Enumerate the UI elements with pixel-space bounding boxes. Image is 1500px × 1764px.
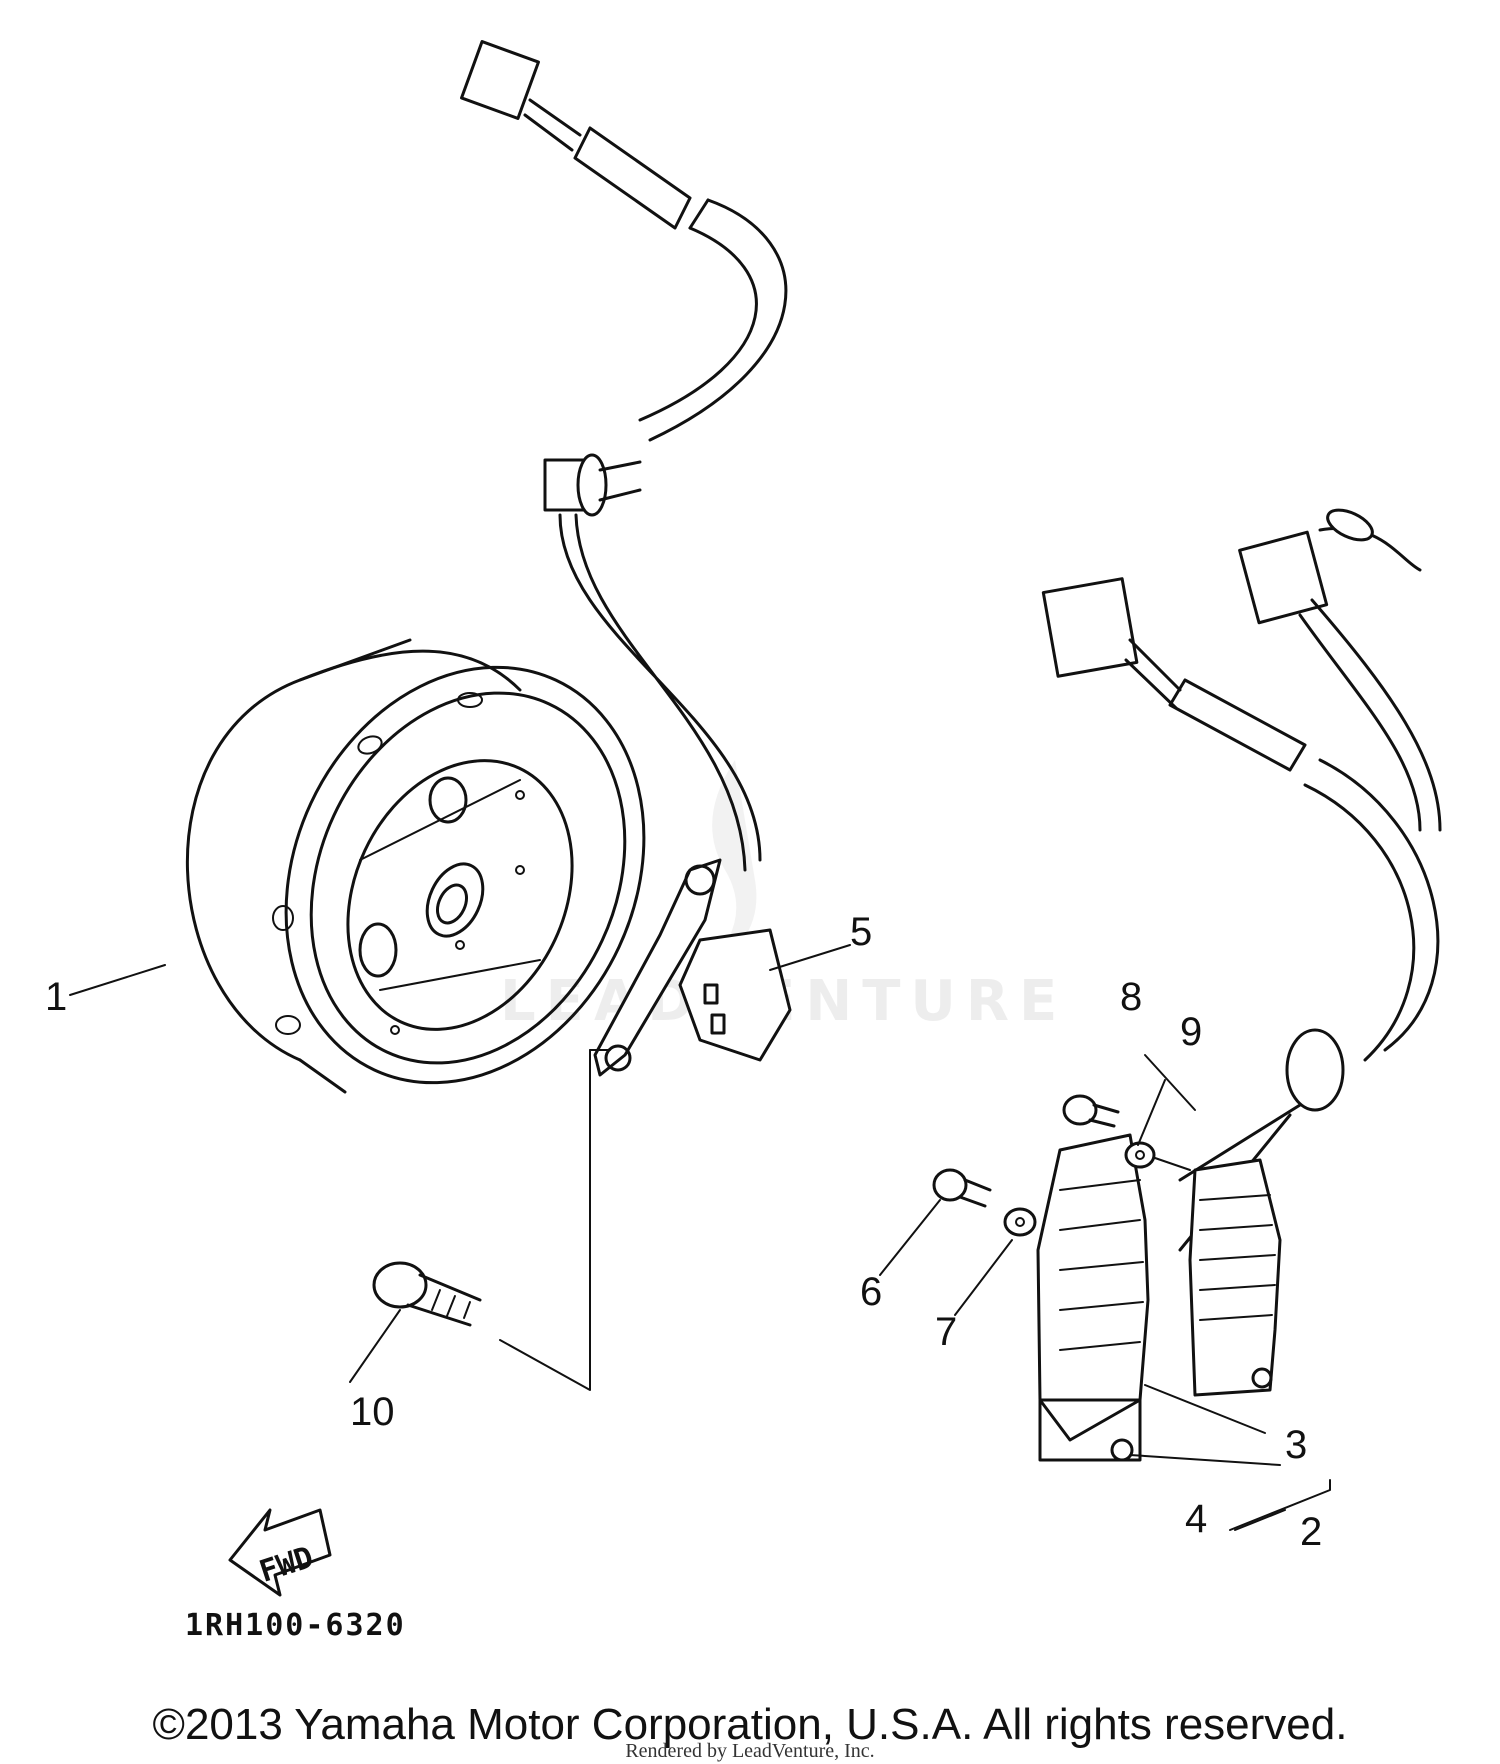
callout-10: 10 xyxy=(350,1390,395,1434)
washer-9 xyxy=(1124,1141,1191,1171)
fwd-arrow-icon: FWD xyxy=(228,1508,332,1597)
callout-1: 1 xyxy=(45,975,67,1019)
diagram-code: 1RH100-6320 xyxy=(185,1608,406,1643)
rendered-by-credit: Rendered by LeadVenture, Inc. xyxy=(625,1740,875,1762)
callout-4: 4 xyxy=(1185,1497,1207,1541)
callout-6: 6 xyxy=(860,1270,882,1314)
stator-coil-assembly xyxy=(1036,508,1442,1462)
callout-2: 2 xyxy=(1300,1510,1322,1554)
leader-lines xyxy=(69,944,1331,1531)
callout-3: 3 xyxy=(1285,1423,1307,1467)
washer-7 xyxy=(1003,1207,1037,1237)
pulser-coil-assembly xyxy=(460,40,792,1077)
callout-labels: 1 2 3 4 5 6 7 8 9 10 xyxy=(45,910,1322,1554)
callout-5: 5 xyxy=(850,910,872,954)
flywheel-rotor xyxy=(185,638,646,1094)
callout-7: 7 xyxy=(935,1310,957,1354)
callout-9: 9 xyxy=(1180,1010,1202,1054)
bolt-6 xyxy=(932,1168,992,1208)
bolt-10 xyxy=(372,1049,611,1391)
callout-8: 8 xyxy=(1120,975,1142,1019)
copyright-notice: ©2013 Yamaha Motor Corporation, U.S.A. A… xyxy=(152,1700,1348,1749)
bolt-8 xyxy=(1062,1094,1120,1128)
